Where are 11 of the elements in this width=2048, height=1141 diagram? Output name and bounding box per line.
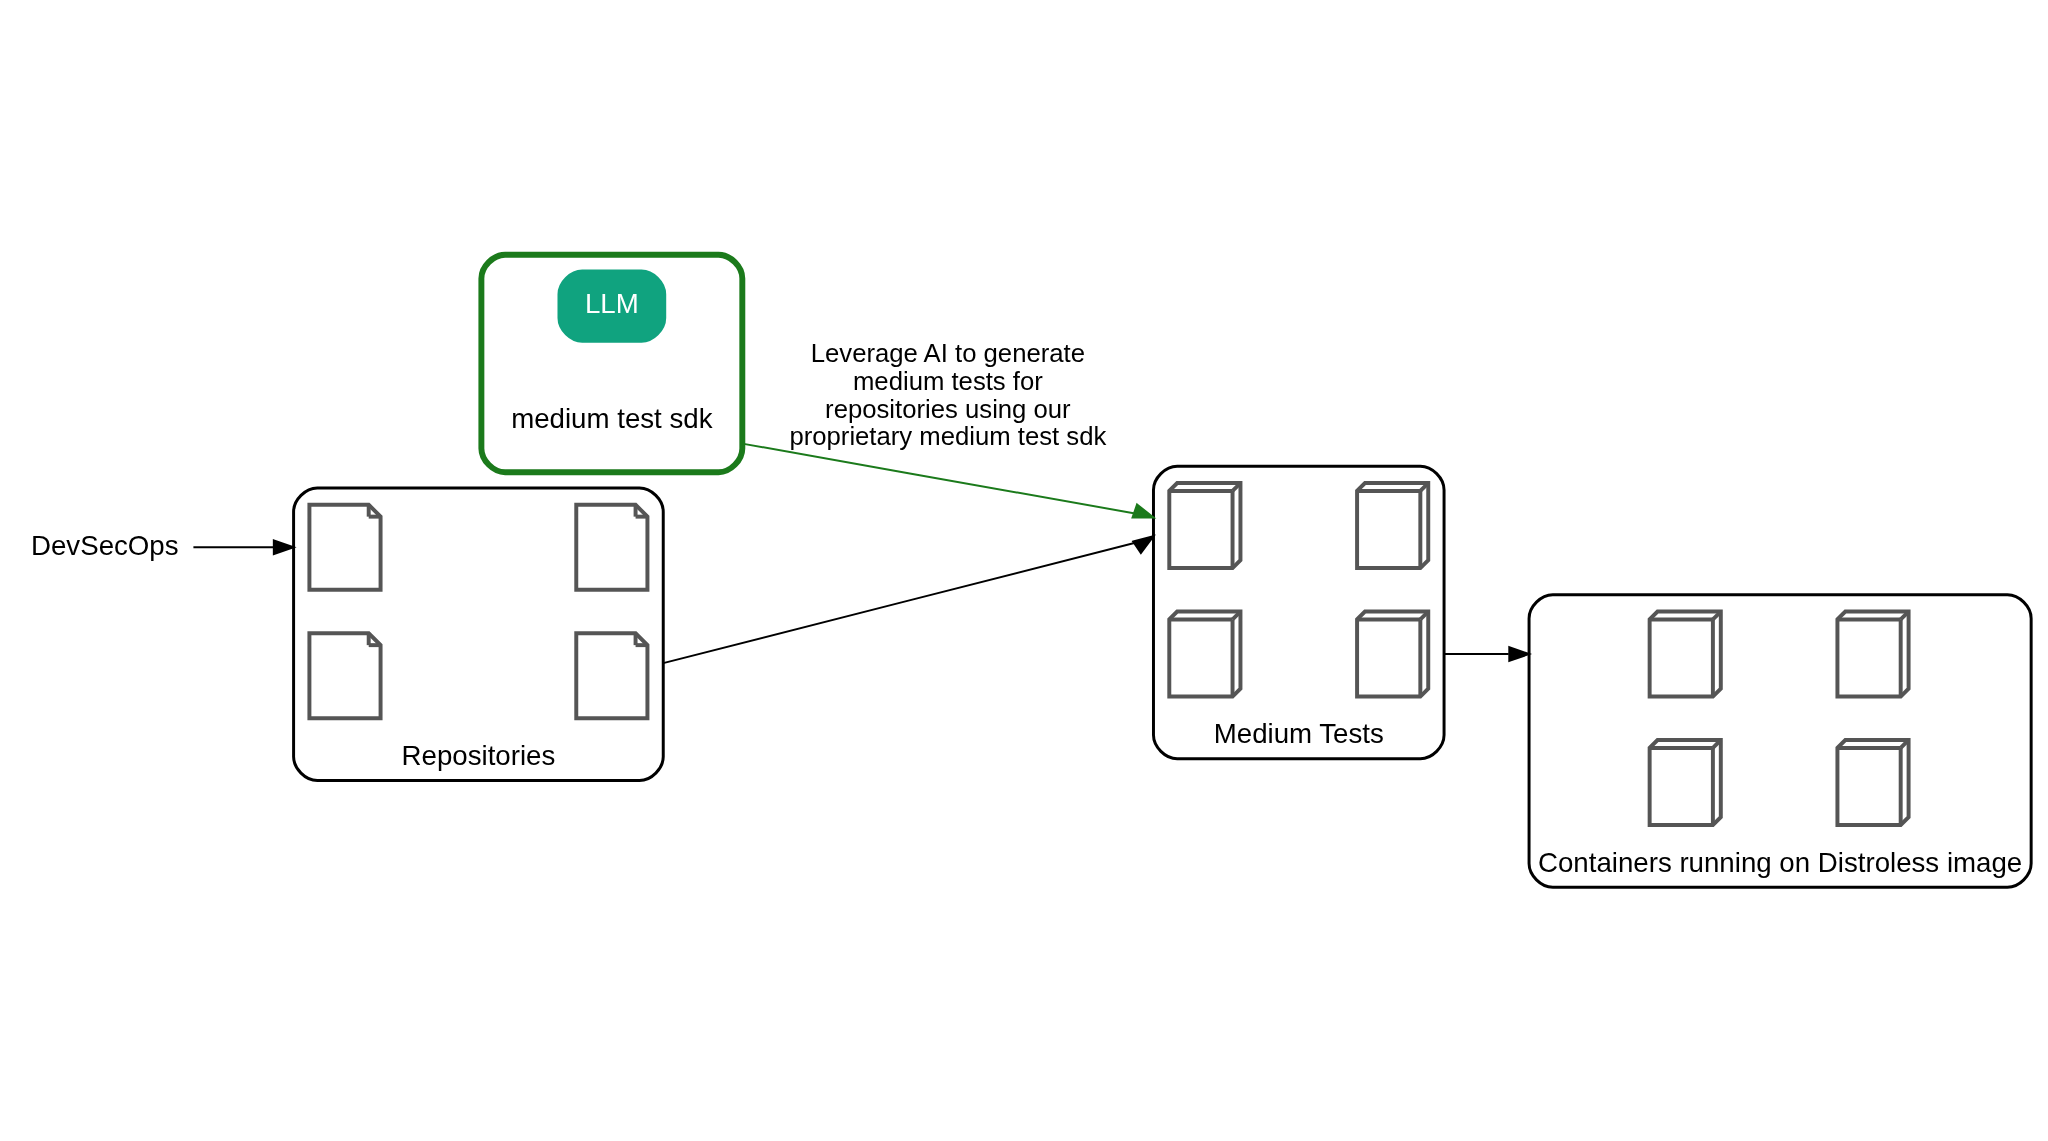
arrow <box>1443 645 1533 662</box>
cluster: Medium Tests <box>1152 464 1446 760</box>
node-text: DevSecOps <box>31 529 179 561</box>
arrow <box>192 538 297 556</box>
node-text: medium test sdk <box>511 402 713 434</box>
arrow <box>662 534 1156 664</box>
cluster: Containers running on Distroless image <box>1527 592 2033 889</box>
cluster: Repositories <box>292 486 665 782</box>
node-box: LLM <box>557 269 667 343</box>
edge-label: Leverage AI to generate medium tests for repositories using our proprietary medium test sdk <box>789 338 1107 450</box>
cluster <box>478 251 746 475</box>
